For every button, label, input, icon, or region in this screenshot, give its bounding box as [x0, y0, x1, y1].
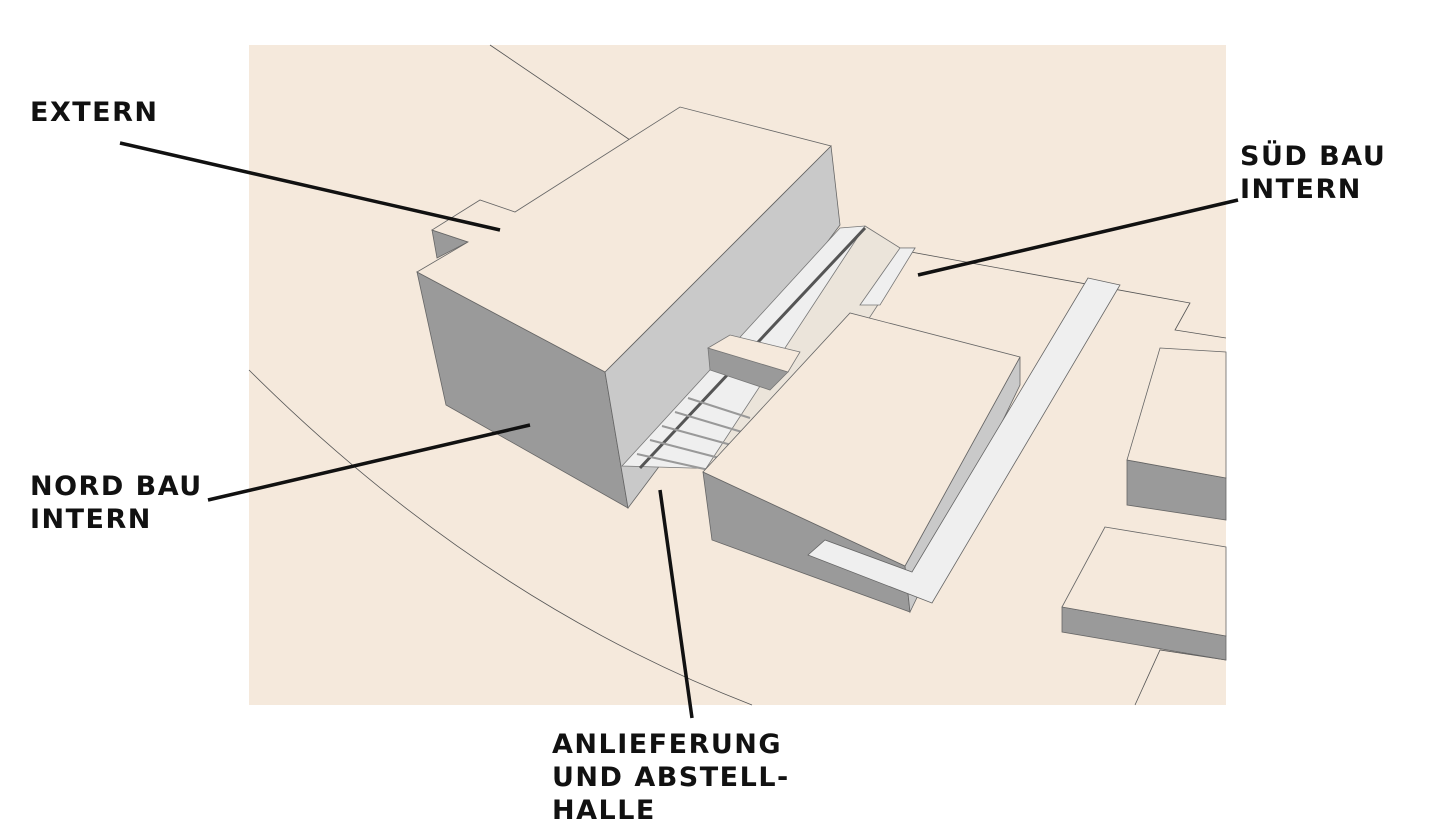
site-lines [248, 44, 1227, 706]
label-line: NORD BAU [30, 471, 203, 502]
label-line: UND ABSTELL- [552, 762, 790, 793]
label-line: HALLE [552, 795, 656, 826]
delivery-ramp [621, 225, 916, 473]
label-sued-bau: SÜD BAU INTERN [1240, 140, 1386, 206]
label-anlieferung: ANLIEFERUNG UND ABSTELL- HALLE [552, 728, 790, 827]
leader-sued-bau [917, 198, 1239, 277]
label-line: ANLIEFERUNG [552, 729, 783, 760]
nord-bau-building [416, 106, 841, 509]
leader-extern [119, 141, 501, 232]
label-line: SÜD BAU [1240, 141, 1387, 172]
leader-anlieferung [658, 489, 694, 719]
sued-bau-building [702, 277, 1121, 614]
label-line: INTERN [30, 504, 152, 535]
leader-lines [119, 141, 1239, 719]
label-line: INTERN [1240, 174, 1362, 205]
label-extern: EXTERN [30, 97, 159, 128]
neighbour-buildings [1061, 347, 1227, 661]
leader-nord-bau [207, 423, 531, 502]
label-nord-bau: NORD BAU INTERN [30, 470, 203, 536]
